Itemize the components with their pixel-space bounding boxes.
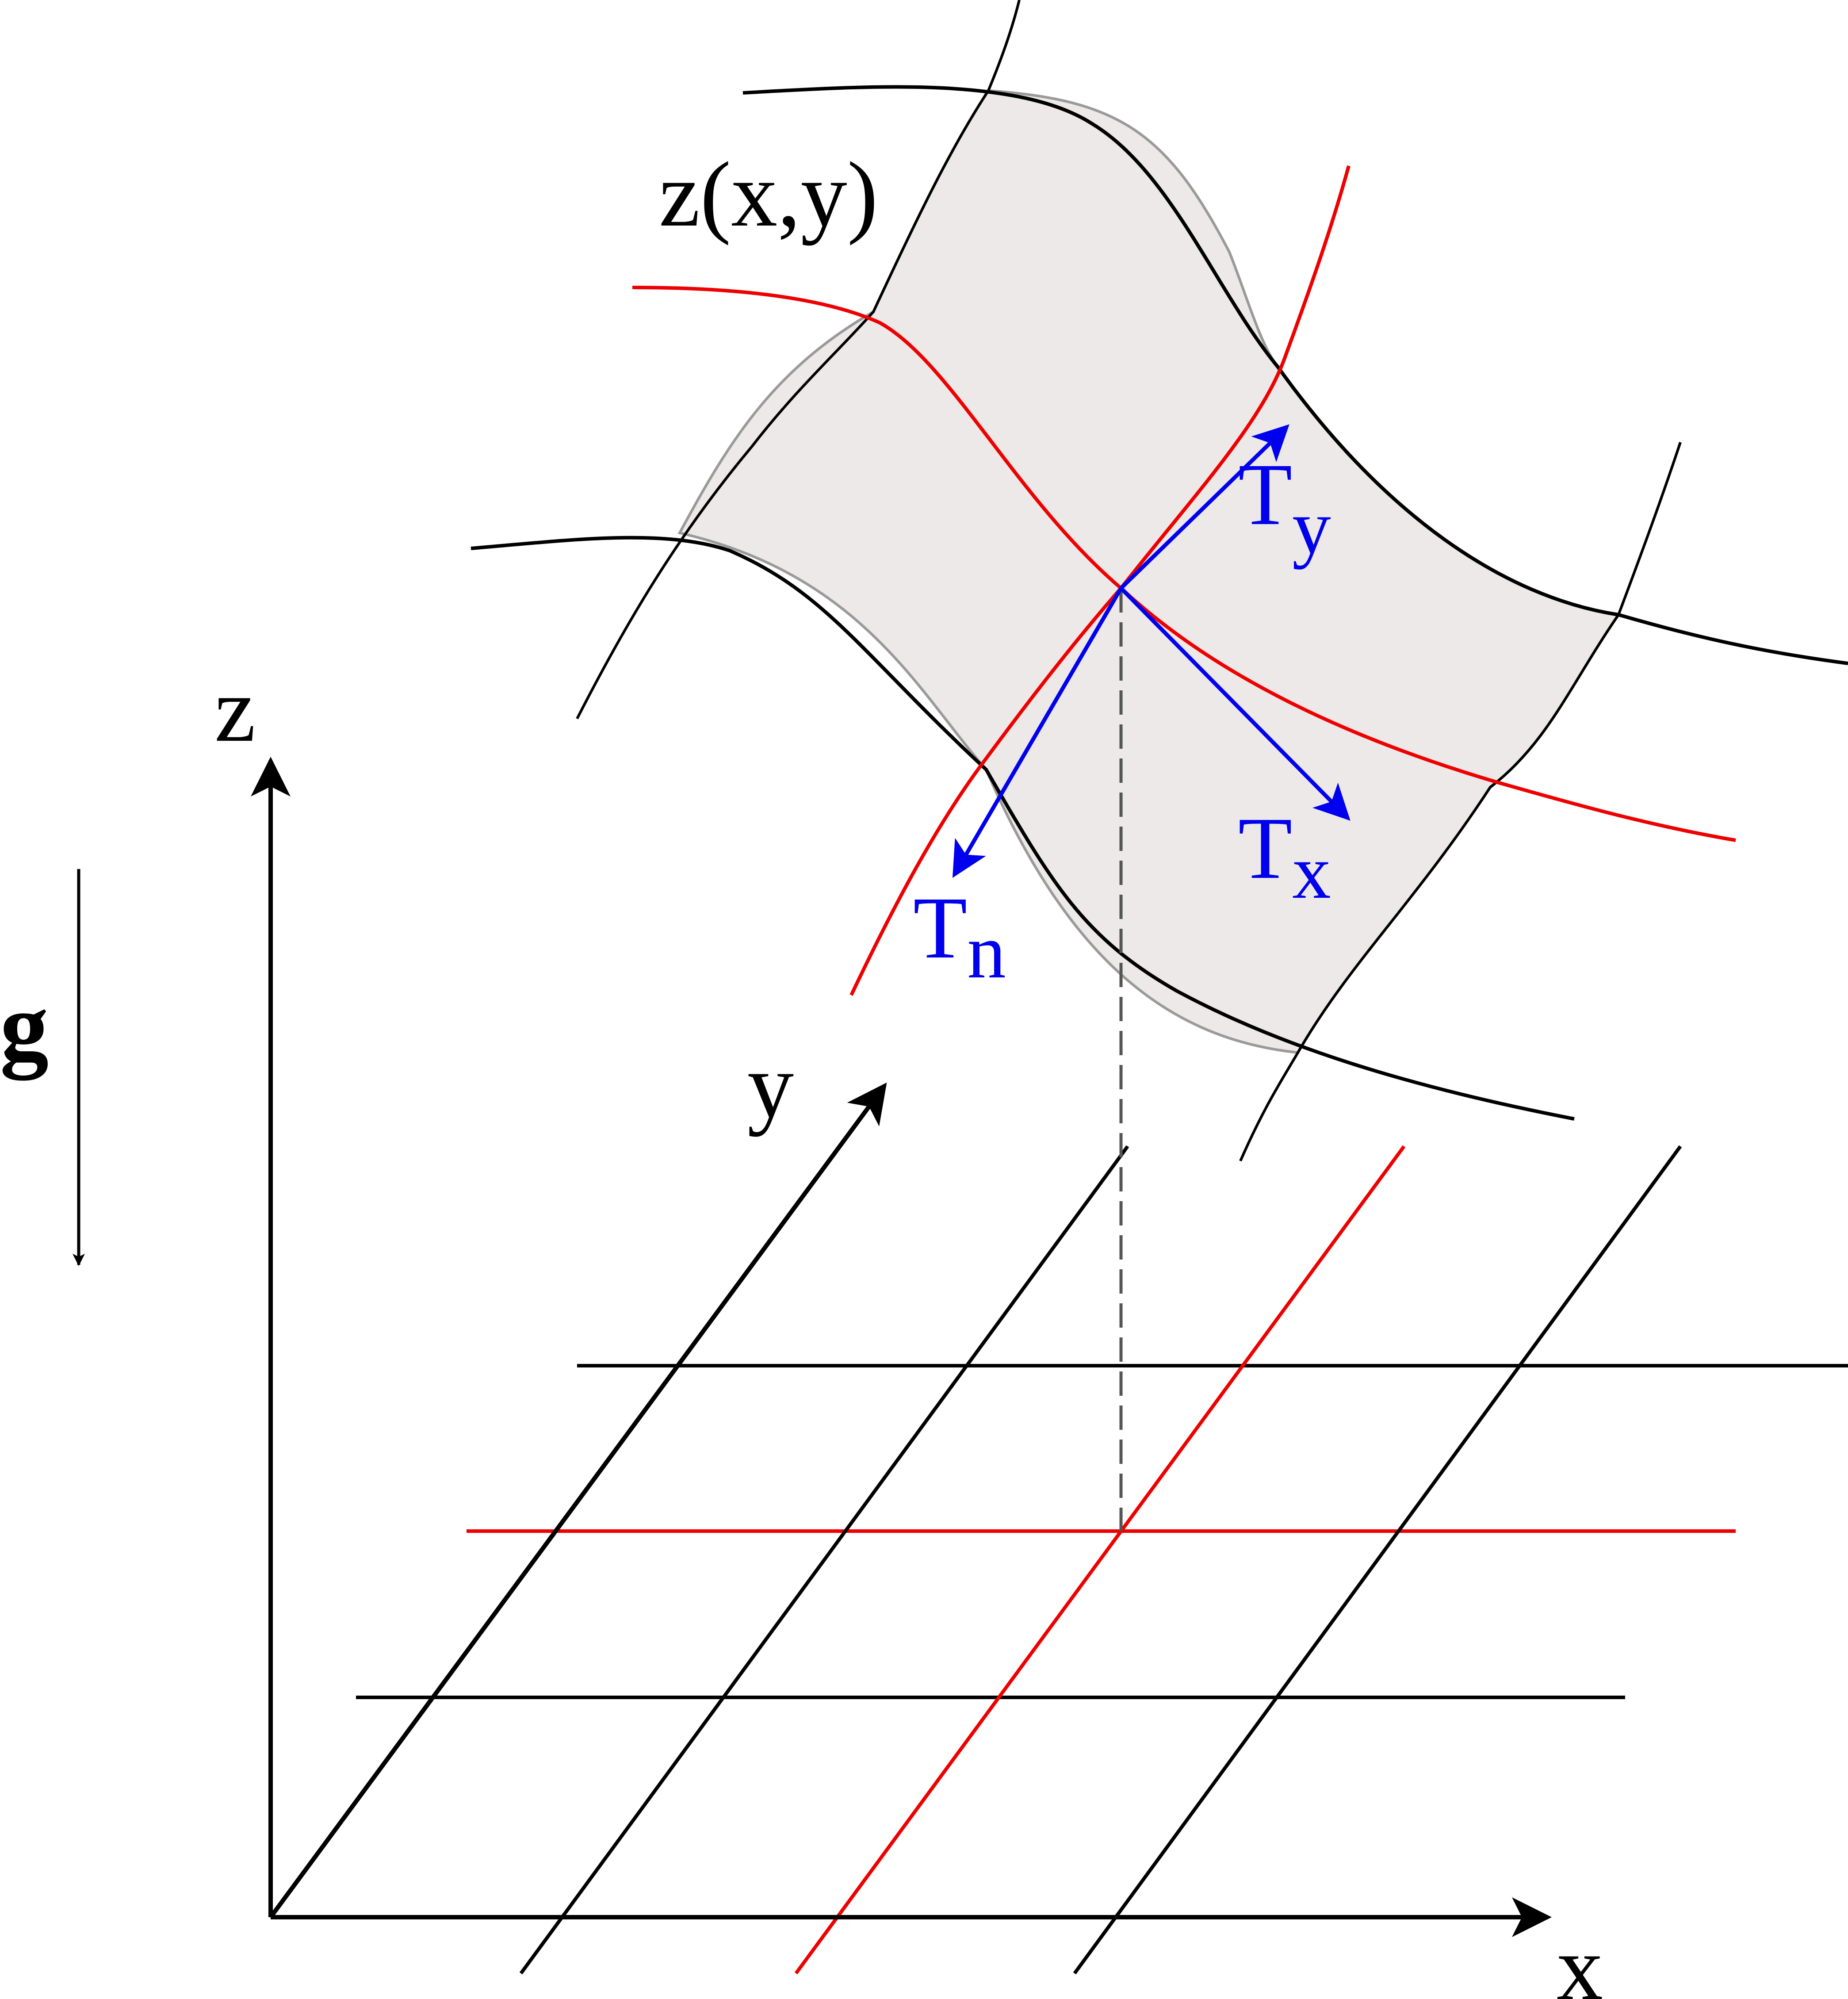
surface-patch	[471, 0, 1848, 1162]
surface-curve-x	[742, 85, 1848, 665]
tension-n-label: Tn	[913, 879, 1006, 994]
grid-line-y	[519, 1145, 1129, 1975]
tension-n-arrow	[952, 587, 1123, 878]
gravity-label: g	[0, 973, 49, 1081]
tension-y-arrow	[1119, 424, 1289, 590]
surface-curve-x	[471, 536, 1575, 1121]
x-axis-label: x	[1557, 1917, 1603, 1999]
surface-label: z(x,y)	[659, 143, 878, 246]
y-axis-label: y	[747, 1034, 794, 1137]
tension-x-main: T	[1238, 800, 1292, 897]
tension-y-label: Ty	[1238, 446, 1331, 570]
tension-n-main: T	[913, 879, 967, 977]
y-axis	[268, 1082, 887, 1919]
grid-line-y-highlight	[794, 1145, 1406, 1975]
base-grid	[356, 1145, 1848, 1975]
tension-x-label: Tx	[1238, 800, 1331, 915]
tension-x-arrow	[1119, 586, 1351, 821]
grid-line-y	[1073, 1145, 1682, 1975]
tension-n-sub: n	[967, 908, 1006, 994]
coordinate-axes	[251, 757, 1552, 1937]
surface-curve-y	[1239, 442, 1682, 1162]
tension-x-sub: x	[1292, 829, 1331, 915]
z-axis-label: z	[214, 659, 256, 761]
tension-y-sub: y	[1292, 484, 1331, 570]
tension-vectors	[952, 424, 1351, 878]
tension-y-main: T	[1238, 446, 1292, 544]
surface-curve-y	[576, 0, 1021, 720]
